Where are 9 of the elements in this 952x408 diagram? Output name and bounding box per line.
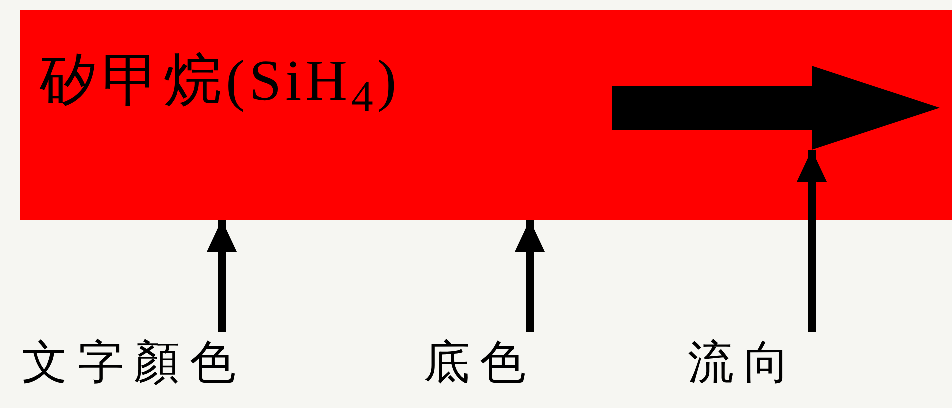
gas-name-text: 矽甲烷(SiH$_{4}$)	[40, 52, 401, 110]
flow-arrow	[612, 66, 940, 150]
leader-arrow	[797, 150, 827, 332]
leader-arrow	[515, 220, 545, 332]
callout-label: 流向	[688, 340, 801, 386]
callout-label: 文字顏色	[22, 340, 247, 386]
leader-arrow	[207, 220, 237, 332]
callout-label: 底色	[424, 340, 537, 386]
pipe-label-band	[20, 10, 952, 220]
